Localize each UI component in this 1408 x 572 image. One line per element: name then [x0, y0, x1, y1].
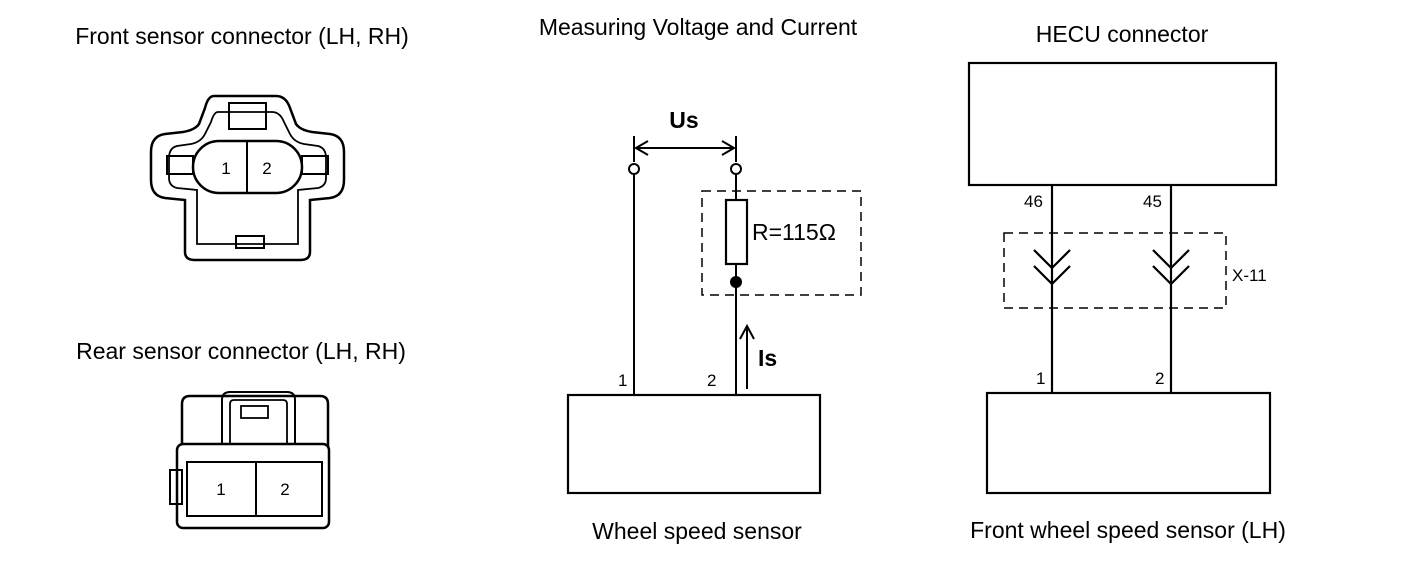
voltage-label: Us — [669, 107, 698, 133]
terminal-right — [730, 163, 742, 175]
rear-connector-latch-inner — [229, 399, 288, 448]
rear-connector-latch — [221, 391, 296, 448]
front-connector-inner-contour — [168, 111, 327, 245]
front-wheel-speed-sensor-box — [985, 391, 1272, 495]
voltage-arrowhead-left — [634, 140, 649, 156]
front-wheel-speed-sensor-label: Front wheel speed sensor (LH) — [970, 517, 1286, 543]
front-sensor-pin1-label: 1 — [1036, 369, 1045, 388]
front-connector-pin1: 1 — [221, 159, 230, 178]
resistor — [724, 198, 749, 266]
wheel-speed-sensor-label: Wheel speed sensor — [592, 518, 802, 544]
current-label: Is — [758, 345, 777, 371]
measuring-circuit: Measuring Voltage and Current Us R=115Ω … — [539, 14, 862, 544]
front-connector-latch — [228, 102, 267, 130]
front-connector-housing — [149, 94, 346, 262]
current-arrowhead — [739, 323, 755, 340]
sensor-pin1-label: 1 — [618, 371, 627, 390]
x11-chevron-left-lower — [1033, 265, 1071, 286]
front-connector-pin2: 2 — [262, 159, 271, 178]
front-connector-right-tab — [301, 155, 329, 175]
hecu-pin-45: 45 — [1143, 192, 1162, 211]
rear-connector-left-ear — [169, 469, 183, 505]
terminal-left — [628, 163, 640, 175]
hecu-pin-46: 46 — [1024, 192, 1043, 211]
sensor-pin2-label: 2 — [707, 371, 716, 390]
rear-connector-title: Rear sensor connector (LH, RH) — [76, 338, 406, 364]
rear-connector-pin1: 1 — [216, 480, 225, 499]
front-sensor-pin2-label: 2 — [1155, 369, 1164, 388]
rear-connector-body — [175, 442, 331, 530]
wheel-speed-sensor-box — [566, 393, 822, 495]
front-sensor-connector: Front sensor connector (LH, RH) 1 2 — [75, 23, 409, 262]
measuring-title: Measuring Voltage and Current — [539, 14, 858, 40]
front-connector-bottom-key — [235, 235, 265, 249]
x11-chevron-right-lower — [1152, 265, 1190, 286]
resistor-label: R=115Ω — [752, 219, 836, 245]
resistor-box — [701, 190, 862, 296]
x11-connector-box — [1003, 232, 1227, 309]
rear-connector-latch-button — [240, 405, 269, 419]
front-connector-left-tab — [166, 155, 194, 175]
hecu-title: HECU connector — [1036, 21, 1209, 47]
front-connector-title: Front sensor connector (LH, RH) — [75, 23, 409, 49]
hecu-circuit: HECU connector 46 45 X-11 1 2 Front whee… — [967, 21, 1286, 543]
rear-sensor-connector: Rear sensor connector (LH, RH) 1 2 — [76, 338, 406, 530]
voltage-arrowhead-right — [721, 140, 736, 156]
hecu-box — [967, 61, 1278, 187]
x11-connector-label: X-11 — [1232, 266, 1267, 285]
x11-chevron-right-upper — [1152, 249, 1190, 270]
rear-connector-pin-frame — [186, 461, 323, 517]
rear-connector-pin2: 2 — [280, 480, 289, 499]
x11-chevron-left-upper — [1033, 249, 1071, 270]
